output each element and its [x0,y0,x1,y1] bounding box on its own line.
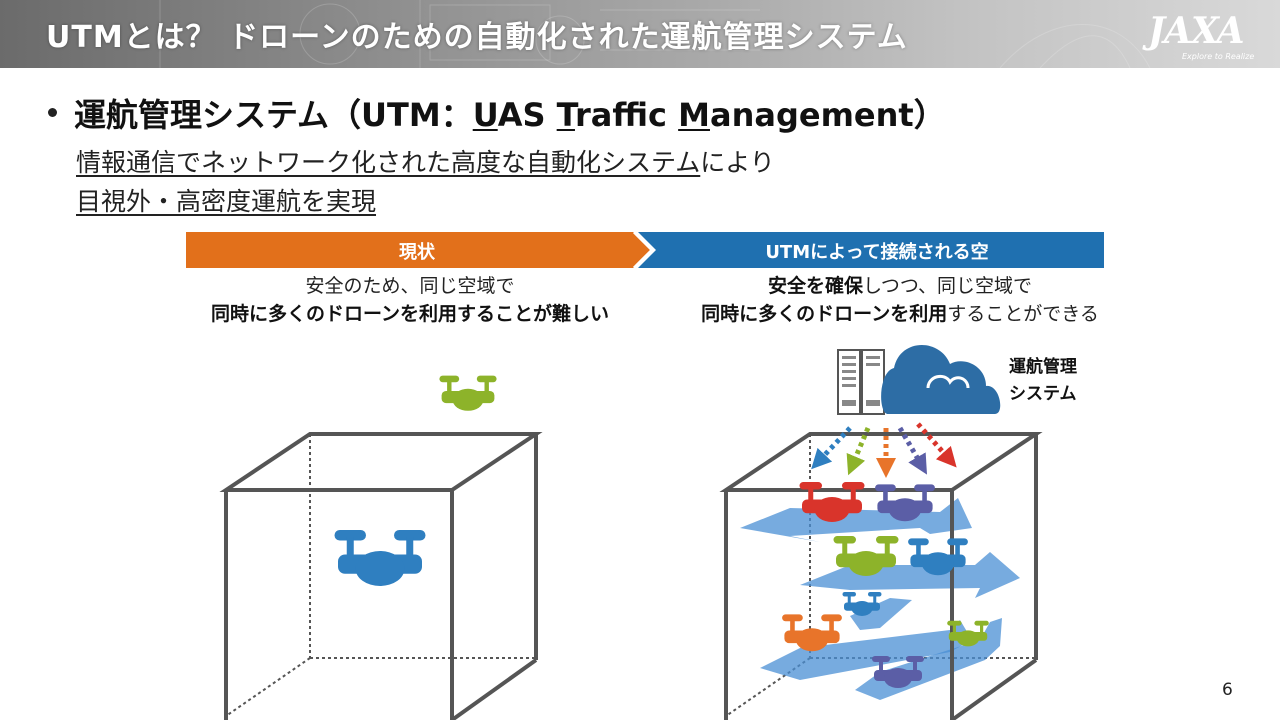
utm-system-label-line-2: システム [1009,381,1077,408]
left-drone-blue [335,530,426,586]
system-signal-arrows [818,424,950,468]
utm-system-label: 運航管理 システム [1009,354,1077,408]
left-drone-green [439,376,496,411]
cloud-icon [881,345,1000,414]
page-number: 6 [1222,680,1233,700]
utm-system-label-line-1: 運航管理 [1009,354,1077,381]
server-icon [838,350,884,414]
flow-arrow [800,552,1020,598]
